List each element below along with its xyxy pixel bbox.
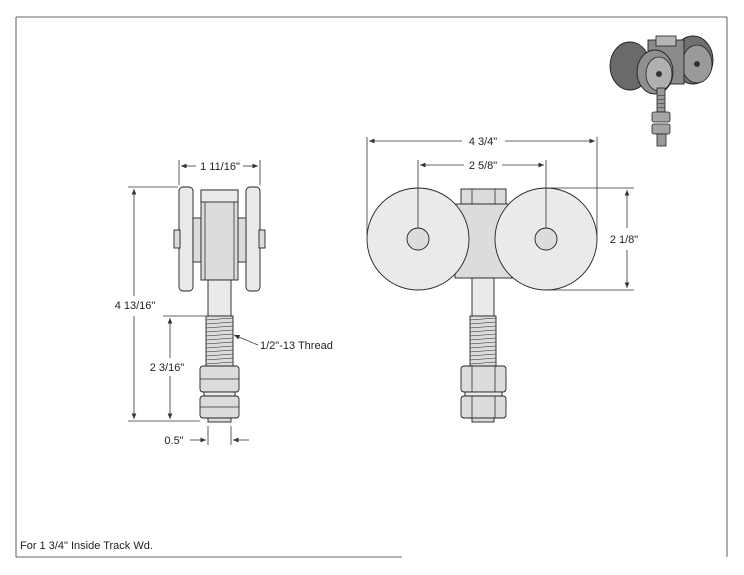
front-nut-upper: [460, 365, 507, 393]
wheel-spacing-dimension: 2 5/8": [417, 160, 547, 228]
front-stud: [471, 277, 495, 317]
drawing-border: [15, 16, 728, 558]
overall-height-label: 4 13/16": [115, 300, 156, 312]
side-width-label: 1 11/16": [200, 161, 240, 173]
front-width-label: 4 3/4": [469, 136, 497, 148]
track-width-note: For 1 3/4" Inside Track Wd.: [20, 540, 153, 552]
side-thread-lines: [205, 317, 234, 365]
stud-diameter-dimension: 0.5": [164, 426, 249, 447]
side-width-dimension: 1 11/16": [178, 160, 261, 185]
thread-callout-label: 1/2"-13 Thread: [260, 340, 333, 352]
overall-height-dimension: 4 13/16": [115, 186, 200, 422]
isometric-preview: [609, 35, 714, 147]
side-left-wheel: [178, 186, 194, 292]
wheel-height-dimension: 2 1/8": [546, 187, 638, 291]
thread-length-label: 2 3/16": [150, 362, 185, 374]
front-hex-block: [460, 188, 507, 205]
side-view: [173, 186, 266, 423]
thread-callout: 1/2"-13 Thread: [233, 334, 333, 352]
side-right-wheel: [245, 186, 261, 292]
front-left-axle-hole: [406, 227, 430, 251]
side-body: [200, 189, 239, 281]
front-nut-lower: [460, 395, 507, 419]
front-width-dimension: 4 3/4": [366, 136, 598, 236]
front-view: [366, 187, 598, 423]
side-stud: [207, 279, 232, 317]
front-thread-lines: [469, 317, 497, 365]
wheel-height-label: 2 1/8": [610, 234, 638, 246]
front-thread: [469, 315, 497, 367]
stud-diameter-label: 0.5": [164, 435, 183, 447]
wheel-spacing-label: 2 5/8": [469, 160, 497, 172]
thread-length-dimension: 2 3/16": [150, 315, 205, 419]
front-right-axle-hole: [534, 227, 558, 251]
